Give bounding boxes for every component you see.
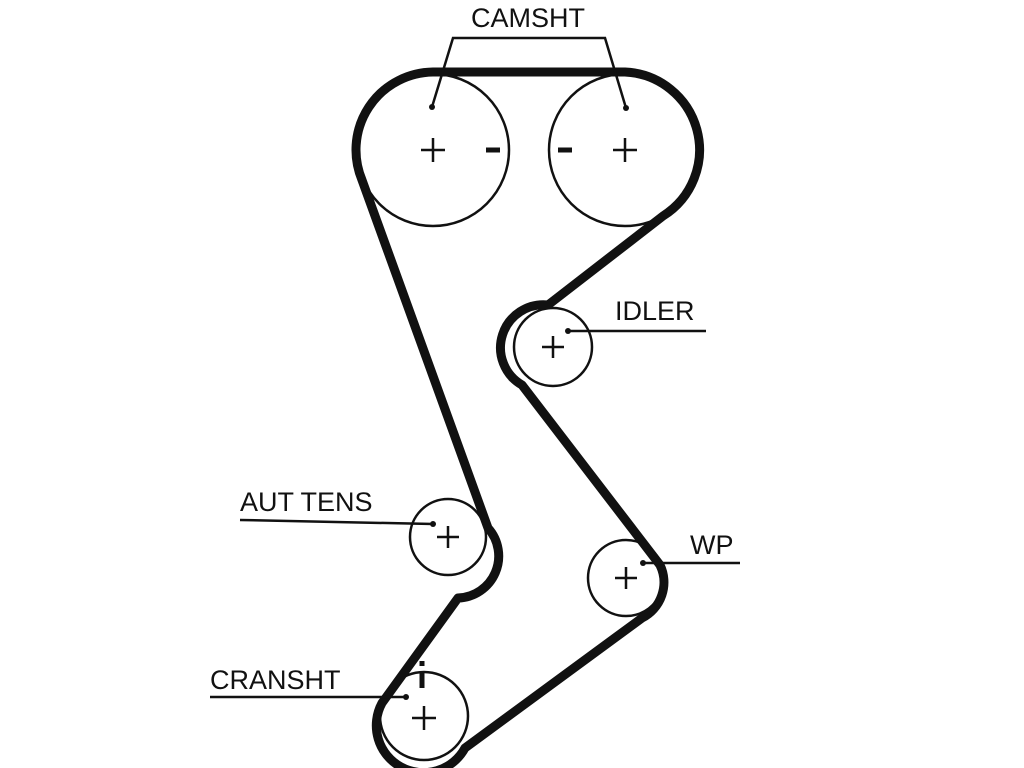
auto-tensioner-leader <box>239 518 434 526</box>
crankshaft-label: CRANSHT <box>210 665 341 695</box>
auto-tensioner-label: AUT TENS <box>240 487 373 517</box>
camshaft-leader <box>430 36 628 109</box>
water-pump-label: WP <box>690 530 734 560</box>
auto-tensioner-pulley <box>408 497 488 577</box>
idler-pulley <box>512 306 594 388</box>
camshaft-label: CAMSHT <box>471 3 585 33</box>
timing-belt <box>351 67 705 768</box>
idler-label: IDLER <box>615 296 695 326</box>
